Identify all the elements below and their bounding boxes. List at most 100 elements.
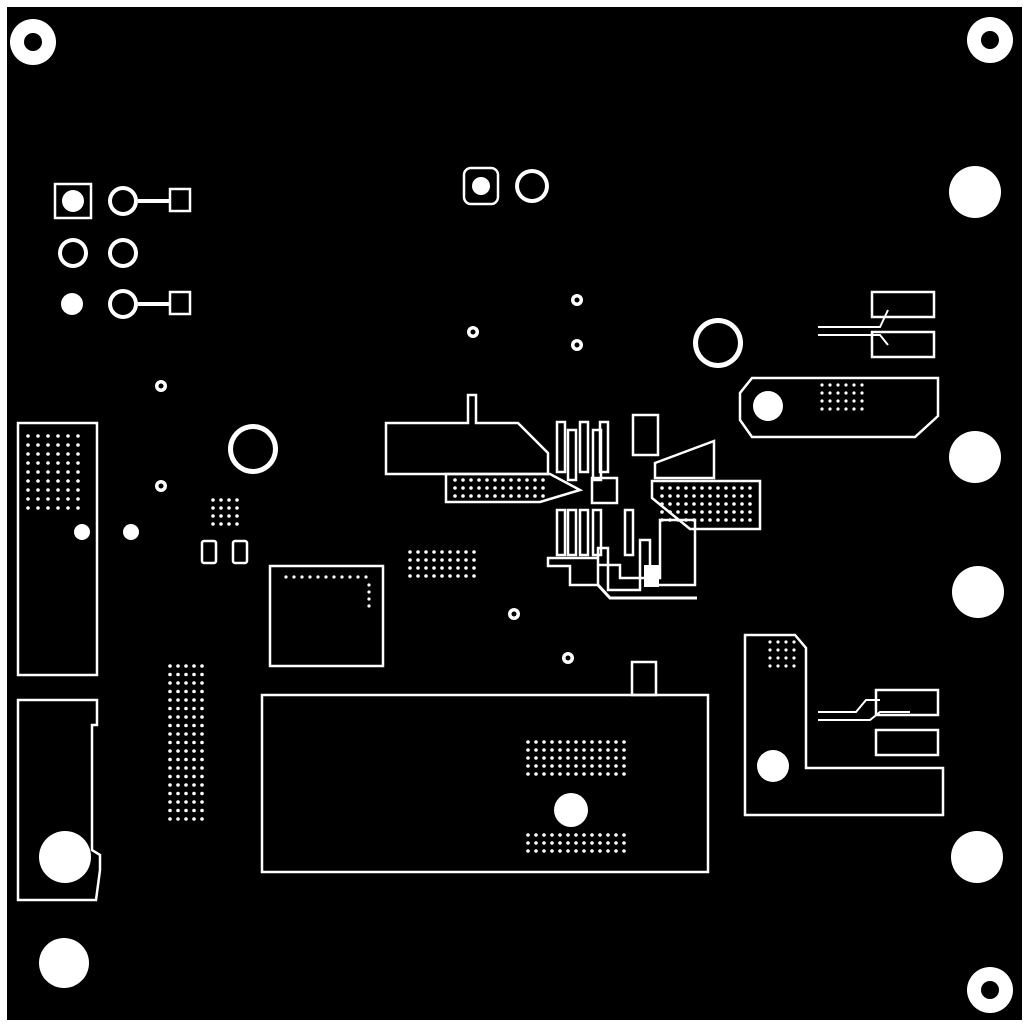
via — [168, 664, 172, 668]
trace — [818, 309, 889, 328]
via — [472, 574, 476, 578]
via — [668, 518, 672, 522]
via — [724, 494, 728, 498]
via — [716, 502, 720, 506]
via — [192, 740, 196, 745]
via — [574, 764, 578, 768]
via — [582, 772, 586, 776]
via — [566, 772, 570, 776]
via — [184, 766, 188, 770]
via — [348, 575, 352, 579]
via — [716, 518, 720, 522]
via — [566, 756, 570, 760]
via — [860, 399, 864, 403]
via — [541, 494, 545, 498]
via — [200, 774, 204, 779]
via — [485, 478, 489, 482]
via — [184, 715, 188, 719]
via — [477, 494, 481, 498]
via — [852, 383, 856, 387]
copper-pour-bottom — [260, 693, 710, 874]
trace — [596, 583, 697, 600]
via — [614, 740, 618, 744]
via — [550, 740, 554, 744]
drill-hole — [698, 323, 738, 363]
via — [590, 772, 594, 776]
via — [408, 550, 412, 554]
qfn-pin — [623, 508, 635, 557]
via — [416, 550, 420, 554]
via — [660, 486, 664, 490]
via — [211, 522, 215, 526]
via — [622, 748, 626, 752]
via — [440, 574, 444, 578]
via — [692, 494, 696, 498]
via — [542, 849, 546, 853]
via — [622, 756, 626, 760]
via — [364, 575, 368, 579]
via — [168, 774, 172, 779]
via — [66, 443, 70, 447]
via — [456, 550, 460, 554]
drill-hole — [158, 383, 164, 389]
drill-hole — [574, 342, 580, 348]
via — [168, 706, 172, 711]
mounting-hole — [39, 938, 89, 988]
via — [542, 833, 546, 837]
via — [526, 833, 530, 837]
via — [534, 841, 538, 845]
via — [477, 486, 481, 490]
drill-hole — [233, 429, 273, 469]
via — [852, 399, 856, 403]
via — [622, 764, 626, 768]
via — [740, 518, 744, 522]
via — [534, 748, 538, 752]
via — [184, 791, 188, 796]
via — [860, 407, 864, 411]
via — [192, 791, 196, 796]
via — [724, 510, 728, 514]
via — [184, 774, 188, 779]
qfn-pin — [598, 420, 610, 474]
via — [684, 486, 688, 490]
drill-hole — [574, 297, 580, 303]
smd-pad — [200, 539, 218, 565]
copper-pour-left-bottom — [16, 698, 102, 902]
via — [66, 452, 70, 456]
smd-pad — [874, 688, 940, 717]
via — [526, 748, 530, 752]
via — [509, 494, 513, 498]
edge-hole — [952, 566, 1004, 618]
via — [36, 470, 40, 474]
via — [168, 681, 172, 685]
via — [176, 672, 180, 677]
via — [456, 558, 460, 562]
via — [184, 664, 188, 668]
via — [192, 817, 196, 821]
via — [168, 689, 172, 694]
via — [526, 772, 530, 776]
via — [724, 502, 728, 506]
via — [566, 764, 570, 768]
via — [558, 764, 562, 768]
via — [776, 640, 780, 644]
via — [200, 808, 204, 813]
qfn-pin — [578, 420, 590, 474]
via — [684, 518, 688, 522]
via — [26, 452, 30, 456]
via — [36, 506, 40, 510]
via — [448, 550, 452, 554]
via — [550, 764, 554, 768]
via — [606, 748, 610, 752]
via — [784, 656, 788, 660]
via — [526, 740, 530, 744]
via — [192, 698, 196, 702]
via — [844, 407, 848, 411]
via — [464, 566, 468, 570]
via — [176, 783, 180, 787]
via — [227, 514, 231, 518]
via — [614, 764, 618, 768]
via — [46, 479, 50, 483]
via — [192, 664, 196, 668]
